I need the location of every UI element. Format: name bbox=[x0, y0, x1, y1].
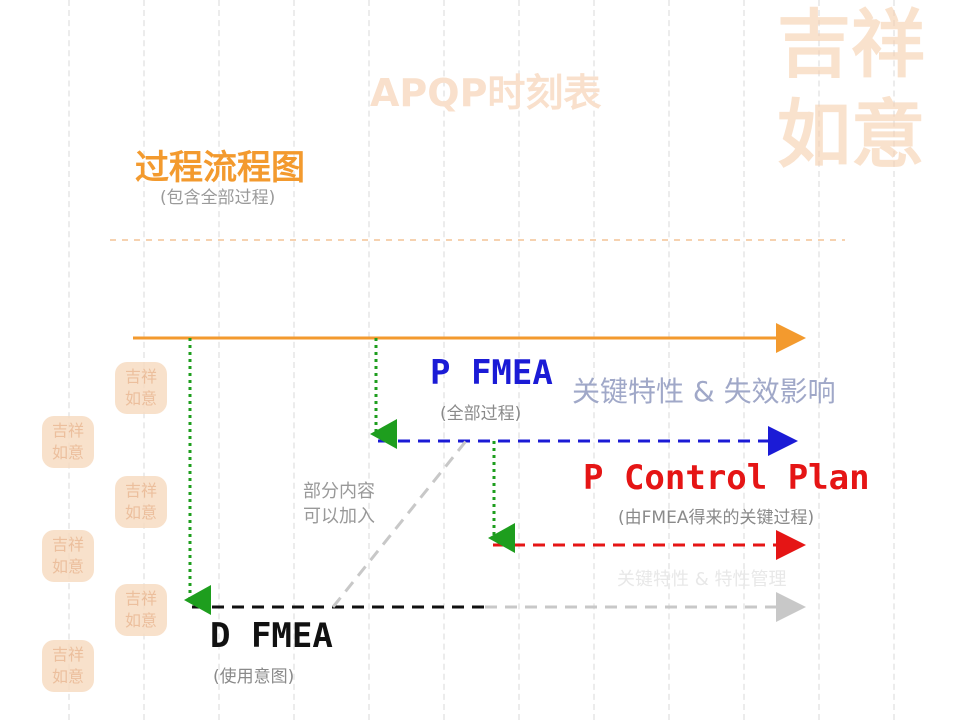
bg-grid-line bbox=[893, 0, 895, 720]
dfmea-to-pfmea-link bbox=[331, 440, 468, 608]
process-flow-subtitle: (包含全部过程) bbox=[160, 188, 276, 208]
seal-logo: 吉祥如意 bbox=[115, 476, 167, 528]
bg-grid-line bbox=[743, 0, 745, 720]
dfmea-subtitle: (使用意图) bbox=[213, 667, 295, 687]
seal-logo: 吉祥如意 bbox=[115, 584, 167, 636]
control-plan-subtitle: (由FMEA得来的关键过程) bbox=[618, 508, 815, 528]
partial-note-line2: 可以加入 bbox=[303, 506, 375, 527]
bg-grid-line bbox=[293, 0, 295, 720]
bg-grid-line bbox=[143, 0, 145, 720]
pfmea-title: P FMEA bbox=[430, 353, 553, 393]
bg-grid-line bbox=[368, 0, 370, 720]
bg-grid-line bbox=[68, 0, 70, 720]
process-flow-title: 过程流程图 bbox=[135, 148, 305, 188]
pfmea-note: 关键特性 & 失效影响 bbox=[572, 375, 836, 408]
bg-grid-line bbox=[593, 0, 595, 720]
control-plan-title: P Control Plan bbox=[583, 458, 870, 498]
seal-logo: 吉祥如意 bbox=[115, 362, 167, 414]
page-title: APQP时刻表 bbox=[370, 71, 602, 115]
calligraphy-logo: 吉祥如意 bbox=[777, 2, 925, 178]
seal-logo: 吉祥如意 bbox=[42, 530, 94, 582]
dfmea-title: D FMEA bbox=[210, 616, 333, 656]
bg-grid-line bbox=[668, 0, 670, 720]
control-plan-note: 关键特性 & 特性管理 bbox=[617, 569, 787, 590]
pfmea-subtitle: (全部过程) bbox=[440, 404, 522, 424]
bg-grid-line bbox=[818, 0, 820, 720]
bg-grid-line bbox=[443, 0, 445, 720]
bg-grid-line bbox=[218, 0, 220, 720]
seal-logo: 吉祥如意 bbox=[42, 640, 94, 692]
seal-logo: 吉祥如意 bbox=[42, 416, 94, 468]
partial-note-line1: 部分内容 bbox=[303, 481, 375, 502]
bg-grid-line bbox=[518, 0, 520, 720]
